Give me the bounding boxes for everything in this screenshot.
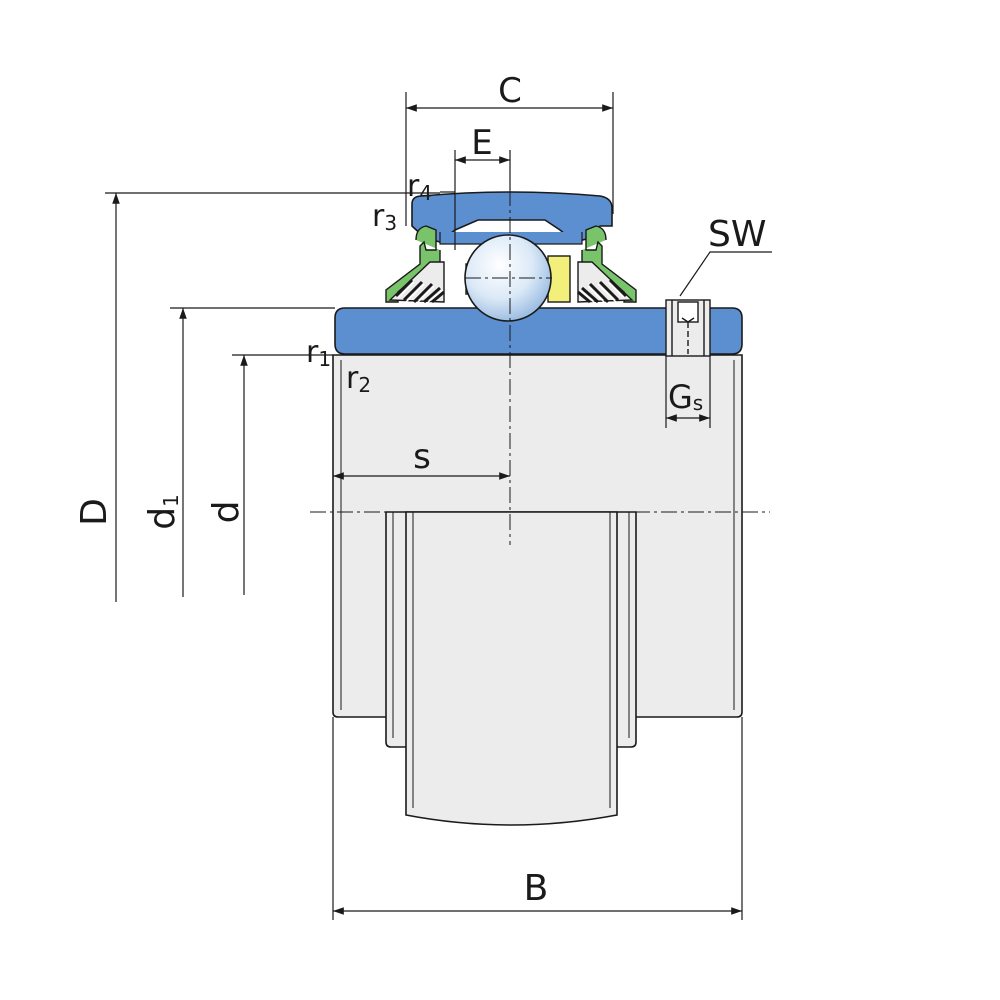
inner-ring-section [334,307,743,355]
label-sw: SW [708,214,766,255]
label-r4: r4 [407,169,432,205]
label-s: s [413,437,431,477]
label-d-outer: D [74,498,115,526]
label-e: E [471,123,492,163]
centerlines [310,190,770,545]
label-r1: r1 [306,335,331,371]
label-c: C [498,71,522,111]
right-seal [577,225,637,305]
left-seal [385,225,445,305]
label-d: d [206,501,247,524]
label-b: B [524,868,549,909]
label-r2: r2 [346,361,371,397]
inner-ring-extension [405,511,618,826]
inner-ring-body [332,354,743,826]
label-r3: r3 [372,199,397,235]
dimension-lines [105,92,772,920]
label-gs: Gs [668,378,703,416]
set-screw [665,299,711,357]
label-d1: d1 [142,494,183,530]
